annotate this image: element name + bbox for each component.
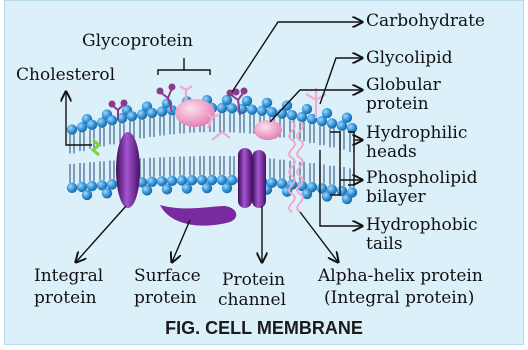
label-tails: tails bbox=[366, 236, 403, 253]
phospholipid-head bbox=[322, 108, 332, 118]
label-surface-protein: protein bbox=[134, 290, 197, 307]
tail-pair bbox=[70, 135, 74, 154]
tail-pair bbox=[80, 163, 84, 182]
phospholipid-head bbox=[227, 103, 237, 113]
tail-pair bbox=[310, 163, 314, 182]
tail-pair bbox=[70, 164, 74, 183]
tail-pair bbox=[150, 158, 154, 177]
label-integral: Integral bbox=[34, 268, 103, 285]
tail-pair bbox=[230, 156, 234, 175]
tail-pair bbox=[250, 115, 254, 134]
phospholipid-head bbox=[82, 190, 92, 200]
surface-protein-shape bbox=[160, 205, 236, 226]
tail-pair bbox=[80, 132, 84, 151]
phospholipid-head bbox=[147, 177, 157, 187]
phospholipid-head bbox=[327, 185, 337, 195]
phospholipid-head bbox=[262, 98, 272, 108]
tail-pair bbox=[100, 161, 104, 180]
alpha-helix-shape bbox=[289, 122, 303, 212]
tail-pair bbox=[280, 160, 284, 179]
tail-pair bbox=[210, 156, 214, 175]
label-protein: Protein bbox=[222, 272, 285, 289]
phospholipid-head bbox=[107, 179, 117, 189]
label-glycoprotein: Glycoprotein bbox=[82, 33, 193, 50]
phospholipid-head bbox=[287, 110, 297, 120]
tail-pair bbox=[150, 118, 154, 137]
label-glycolipid: Glycolipid bbox=[366, 50, 452, 67]
phospholipid-head bbox=[227, 175, 237, 185]
tail-pair bbox=[180, 157, 184, 176]
label-heads: heads bbox=[366, 144, 417, 161]
phospholipid-head bbox=[102, 188, 112, 198]
phospholipid-head bbox=[207, 175, 217, 185]
phospholipid-head bbox=[267, 177, 277, 187]
phospholipid-head bbox=[167, 176, 177, 186]
phospholipid-head bbox=[342, 113, 352, 123]
label-globular: Globular bbox=[366, 77, 441, 94]
phospholipid-head bbox=[127, 111, 137, 121]
protein-channel-shape bbox=[238, 148, 266, 208]
label-alpha-helix: Alpha-helix protein bbox=[318, 268, 483, 285]
label-channel: channel bbox=[218, 292, 286, 309]
phospholipid-head bbox=[327, 118, 337, 128]
figure-caption: FIG. CELL MEMBRANE bbox=[0, 318, 528, 339]
tail-pair bbox=[190, 156, 194, 175]
label-integral-protein: protein bbox=[34, 290, 97, 307]
phospholipid-head bbox=[302, 104, 312, 114]
phospholipid-head bbox=[87, 181, 97, 191]
tail-pair bbox=[160, 157, 164, 176]
tail-pair bbox=[240, 114, 244, 133]
tail-pair bbox=[170, 157, 174, 176]
label-integral-paren: (Integral protein) bbox=[324, 290, 474, 307]
tail-pair bbox=[110, 160, 114, 179]
label-carbohydrate: Carbohydrate bbox=[366, 13, 485, 30]
label-hydrophilic: Hydrophilic bbox=[366, 125, 467, 142]
tail-pair bbox=[310, 124, 314, 143]
phospholipid-head bbox=[87, 120, 97, 130]
phospholipid-head bbox=[67, 183, 77, 193]
tail-pair bbox=[100, 128, 104, 147]
cholesterol-shape bbox=[93, 140, 99, 155]
label-globular-protein: protein bbox=[366, 96, 429, 113]
tail-pair bbox=[220, 113, 224, 132]
phospholipid-head bbox=[107, 115, 117, 125]
label-hydrophobic: Hydrophobic bbox=[366, 217, 478, 234]
phospholipid-head bbox=[347, 187, 357, 197]
label-phospholipid: Phospholipid bbox=[366, 170, 478, 187]
tail-pair bbox=[140, 120, 144, 139]
phospholipid-head bbox=[187, 175, 197, 185]
tail-pair bbox=[200, 156, 204, 175]
tail-pair bbox=[320, 126, 324, 145]
tail-pair bbox=[160, 117, 164, 136]
tail-pair bbox=[220, 156, 224, 175]
tail-pair bbox=[90, 130, 94, 149]
phospholipid-head bbox=[282, 100, 292, 110]
tail-pair bbox=[90, 162, 94, 181]
tail-pair bbox=[270, 159, 274, 178]
tail-pair bbox=[170, 115, 174, 134]
tail-pair bbox=[230, 113, 234, 132]
label-bilayer: bilayer bbox=[366, 189, 426, 206]
phospholipid-head bbox=[242, 96, 252, 106]
label-cholesterol: Cholesterol bbox=[16, 67, 115, 84]
tail-pair bbox=[330, 166, 334, 185]
tail-pair bbox=[330, 128, 334, 147]
phospholipid-head bbox=[67, 124, 77, 134]
label-surface: Surface bbox=[134, 268, 201, 285]
tail-pair bbox=[140, 158, 144, 177]
phospholipid-head bbox=[147, 108, 157, 118]
phospholipid-head bbox=[307, 182, 317, 192]
phospholipid-head bbox=[247, 105, 257, 115]
tail-pair bbox=[110, 125, 114, 144]
integral-protein-shape bbox=[116, 132, 140, 208]
